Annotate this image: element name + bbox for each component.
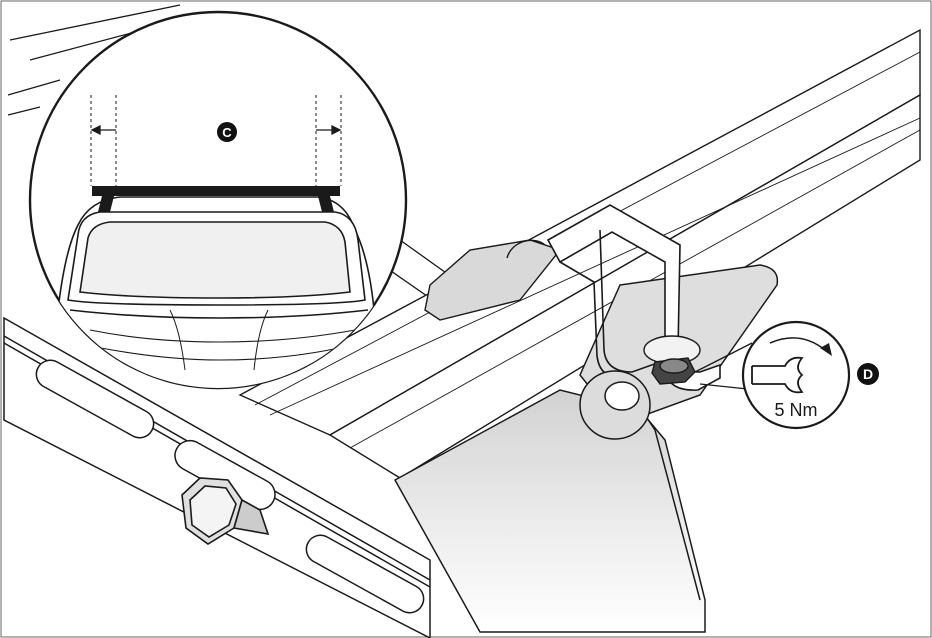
callout-d: D <box>857 363 879 385</box>
rotation-arrow-icon <box>769 337 826 351</box>
clamp-nut <box>643 335 701 385</box>
roof-bar-zoom <box>92 186 340 212</box>
car-front-view <box>57 196 376 388</box>
callout-c: C <box>217 122 237 142</box>
double-arrow-icon <box>90 124 342 136</box>
magnifier-detail: C <box>28 10 408 390</box>
callout-c-letter: C <box>222 125 232 140</box>
callout-d-letter: D <box>863 366 873 382</box>
perforated-rail <box>3 316 431 638</box>
torque-callout: 5 Nm <box>694 320 851 430</box>
torque-value: 5 Nm <box>774 400 817 420</box>
rail-hex-bolt <box>181 477 270 545</box>
mounting-bracket <box>424 239 562 321</box>
wrench-icon <box>751 356 804 394</box>
eye-loop <box>579 370 651 440</box>
